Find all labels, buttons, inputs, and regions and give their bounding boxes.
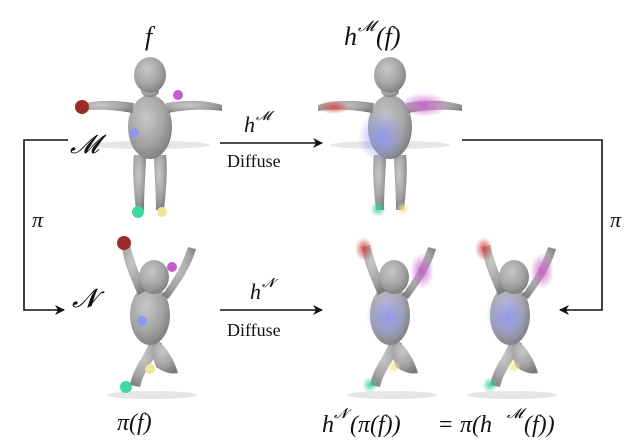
svg-text:𝓜: 𝓜 [256,109,275,124]
svg-text:h: h [344,22,357,51]
svg-text:𝓜: 𝓜 [507,406,527,422]
svg-text:π(h: π(h [460,412,492,438]
mesh-N-source [107,236,197,399]
mesh-N-diffused-a [347,237,437,399]
green-blob-N [120,381,132,393]
label-pi-left: π [32,207,44,232]
blue-blob-N [137,316,147,326]
mesh-M-diffused [318,57,462,217]
arrow-pi-left [23,139,68,315]
mesh-M-source [75,57,222,218]
label-pi-right: π [610,207,622,232]
label-hM-arrow: h 𝓜 [244,109,275,137]
label-hM-of-f: h 𝓜 (f) [344,17,401,51]
svg-text:=: = [439,412,453,438]
red-blob [75,100,89,114]
svg-text:(f): (f) [376,22,401,51]
label-f: f [145,22,156,51]
svg-text:𝓜: 𝓜 [358,17,380,35]
svg-text:h: h [244,112,255,137]
svg-text:𝓝: 𝓝 [262,276,279,291]
svg-text:(f)): (f)) [524,412,555,438]
arrow-pi-right [462,139,603,315]
label-hN-arrow: h 𝓝 [250,276,279,304]
svg-text:(π(f)): (π(f)) [350,412,401,438]
label-pi-of-f: π(f) [117,410,152,436]
label-diffuse-top: Diffuse [227,151,281,171]
label-N: 𝓝 [72,284,105,314]
label-equivariance: h 𝓝 (π(f)) = π(h 𝓜 (f)) [322,406,555,438]
svg-text:h: h [250,279,261,304]
magenta-blob-N [167,262,177,272]
svg-text:h: h [322,412,334,438]
yellow-blob-N [145,364,155,374]
green-blob [132,206,144,218]
label-diffuse-bottom: Diffuse [227,320,281,340]
mesh-N-diffused-b [467,237,557,399]
yellow-blob [157,207,167,217]
magenta-blob [173,90,183,100]
red-blob-N [117,236,131,250]
blue-blob [129,128,139,138]
